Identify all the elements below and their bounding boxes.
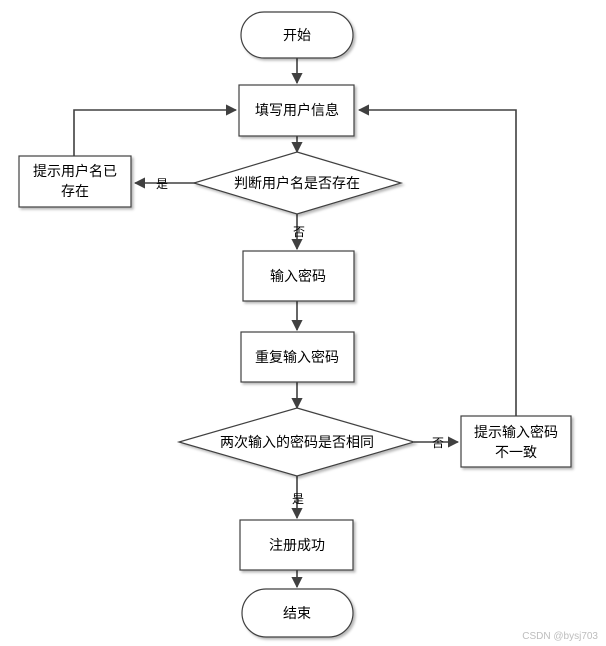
input-password-label: 输入密码	[270, 268, 326, 285]
name-exists-box	[18, 155, 132, 208]
name-exists-label-line2: 存在	[61, 184, 89, 200]
input-password-box	[242, 250, 355, 302]
check-username-diamond	[191, 151, 404, 215]
fill-info-box	[238, 84, 355, 137]
yes-label-password-check: 是	[292, 492, 304, 506]
end-label: 结束	[283, 606, 311, 622]
edge-name-exists-loop	[73, 104, 238, 156]
start-label: 开始	[283, 28, 311, 44]
compare-password-label: 两次输入的密码是否相同	[220, 434, 374, 451]
success-box	[239, 519, 354, 571]
end-terminal	[241, 588, 354, 638]
success-label: 注册成功	[269, 538, 325, 554]
edge-mismatch-loop	[357, 104, 517, 416]
no-label-password-check: 否	[432, 436, 444, 450]
password-mismatch-label-line1: 提示输入密码	[474, 424, 558, 441]
check-username-label: 判断用户名是否存在	[234, 175, 360, 192]
repeat-password-label: 重复输入密码	[255, 349, 339, 366]
yes-label-name-check: 是	[156, 177, 168, 191]
password-mismatch-label-line2: 不一致	[495, 445, 537, 461]
repeat-password-box	[240, 331, 355, 383]
watermark: CSDN @bysj703	[522, 631, 598, 642]
no-label-name-check: 否	[293, 225, 305, 239]
name-exists-label-line1: 提示用户名已	[33, 163, 117, 180]
password-mismatch-box	[460, 415, 572, 468]
compare-password-diamond	[176, 407, 417, 477]
start-terminal	[240, 11, 354, 59]
fill-info-label: 填写用户信息	[255, 102, 339, 119]
